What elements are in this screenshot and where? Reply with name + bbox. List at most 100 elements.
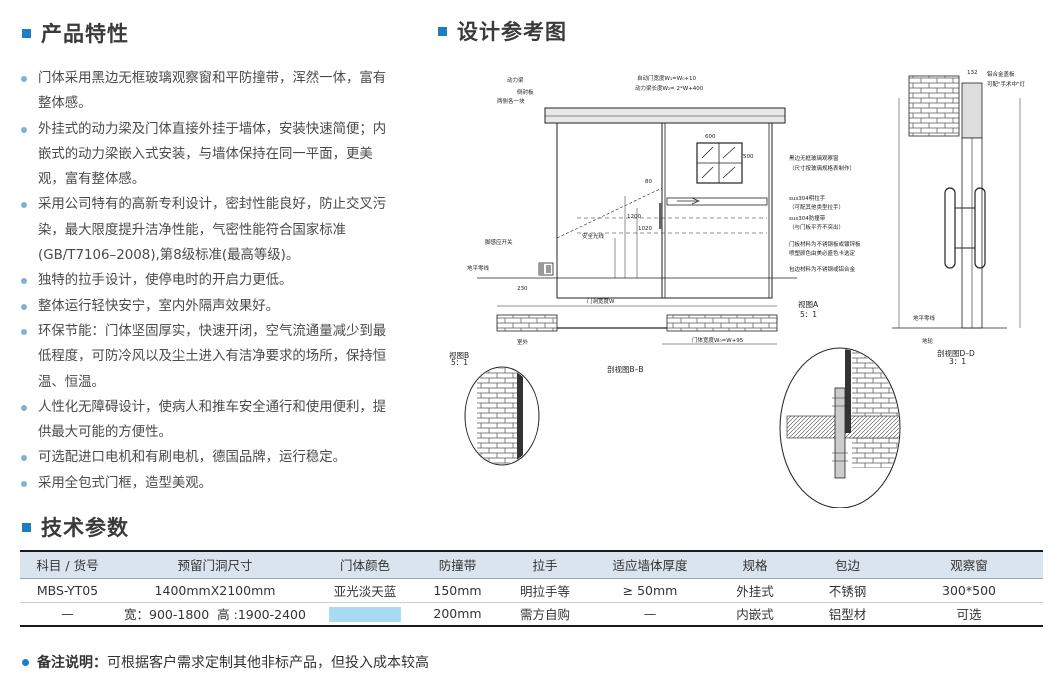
cell-model: — [61,606,74,622]
svg-text:地平零线: 地平零线 [913,314,936,322]
col-header: 适应墙体厚度 [590,551,710,579]
svg-text:门洞宽度W: 门洞宽度W [587,297,615,305]
note-label: 备注说明： [37,655,107,671]
cell-handle: 需方自购 [519,607,570,623]
svg-text:门体宽度W₀=W+95: 门体宽度W₀=W+95 [692,336,744,344]
col-header: 观察窗 [895,551,1043,579]
feature-item: 整体运行轻快安宁，室内外隔声效果好。 [20,294,395,319]
spec-table: 科目 / 货号 预留门洞尺寸 门体颜色 防撞带 拉手 适应墙体厚度 规格 包边 … [20,550,1043,627]
cell-size: 宽：900-1800 高 :1900-2400 [124,607,306,623]
svg-text:剖视图D–D: 剖视图D–D [937,348,975,358]
svg-text:地平零线: 地平零线 [467,264,490,272]
spec-title: 技术参数 [41,516,129,540]
col-header: 包边 [800,551,895,579]
feature-item: 采用全包式门框，造型美观。 [20,471,395,496]
svg-text:可配"手术中"灯: 可配"手术中"灯 [987,80,1026,88]
cell-edge: 不锈钢 [800,578,895,603]
cell-wall: ≥ 50mm [590,578,710,603]
bullet-dot [21,76,27,82]
drawing-title: 设计参考图 [457,20,567,44]
svg-text:门板材料为不锈钢板或镀锌板: 门板材料为不锈钢板或镀锌板 [789,240,861,248]
svg-text:（可配其他类型拉手）: （可配其他类型拉手） [789,203,844,211]
section-marker [22,522,31,532]
svg-text:1020: 1020 [638,226,652,232]
svg-text:5：1: 5：1 [451,358,468,367]
feature-item: 人性化无障碍设计，使病人和推车安全通行和使用便利，提供最大可能的方便性。 [20,395,395,446]
bullet-dot [21,455,27,462]
svg-text:5：1: 5：1 [800,310,817,319]
feature-item: 可选配进口电机和有刷电机，德国品牌，运行稳定。 [20,445,395,470]
feature-item: 环保节能：门体坚固厚实，快速开闭，空气流通量减少到最低程度，可防冷风以及尘土进入… [20,319,395,395]
spec-table-container: 科目 / 货号 预留门洞尺寸 门体颜色 防撞带 拉手 适应墙体厚度 规格 包边 … [20,550,1043,627]
table-header-row: 科目 / 货号 预留门洞尺寸 门体颜色 防撞带 拉手 适应墙体厚度 规格 包边 … [20,551,1043,579]
features-title: 产品特性 [41,22,129,46]
front-elevation [477,107,797,299]
bullet-dot [21,278,27,285]
drawing-labels: 动力梁 侧封板 两侧各一块 自动门宽度W₁=W₀+10 动力梁长度W₂= 2*W… [467,70,1026,346]
col-header: 门体颜色 [315,551,415,579]
color-swatch [329,606,401,622]
feature-item: 独特的拉手设计，使停电时的开启力更低。 [20,268,395,293]
bullet-dot [21,202,27,209]
svg-text:铝合金盖板: 铝合金盖板 [987,70,1015,78]
remark-note: 备注说明： 可根据客户需求定制其他非标产品，但投入成本较高 [22,652,429,672]
bullet-dot [21,126,27,133]
svg-text:动力梁: 动力梁 [507,76,524,84]
col-header: 科目 / 货号 [20,551,115,579]
section-dd [892,75,1021,329]
svg-text:80: 80 [645,179,652,185]
plan-view [496,305,778,345]
svg-text:sus304防撞带: sus304防撞带 [789,214,826,222]
svg-text:（与门板平齐不突出）: （与门板平齐不突出） [789,223,844,231]
table-row: — 宽：900-1800 高 :1900-2400 200mm 需方自购 — 内… [20,602,1043,626]
svg-text:230: 230 [517,286,528,292]
cell-handle: 明拉手等 [500,578,590,603]
detail-view-b [464,366,540,466]
cell-bumper: 150mm [415,578,500,603]
cell-edge: 铝型材 [828,607,867,623]
svg-text:包边材料为不锈钢或铝合金: 包边材料为不锈钢或铝合金 [789,265,856,273]
svg-text:1200: 1200 [627,214,641,220]
bullet-dot [21,404,27,411]
svg-text:视图A: 视图A [798,299,819,309]
cell-wall: — [643,606,657,622]
note-dot [22,658,29,666]
technical-drawing: 动力梁 侧封板 两侧各一块 自动门宽度W₁=W₀+10 动力梁长度W₂= 2*W… [449,70,1026,508]
svg-text:室外: 室外 [517,338,529,346]
feature-item: 外挂式的动力梁及门体直接外挂于墙体，安装快速简便；内嵌式的动力梁嵌入式安装，与墙… [20,117,395,193]
svg-text:600: 600 [705,134,716,140]
cell-type: 内嵌式 [736,607,774,623]
svg-text:喷塑颜色由美必盛色卡选定: 喷塑颜色由美必盛色卡选定 [789,249,856,257]
cell-color: 亚光淡天蓝 [315,578,415,603]
svg-text:132: 132 [967,70,978,76]
svg-text:3：1: 3：1 [949,357,966,366]
section-marker [438,26,447,36]
bullet-dot [21,480,27,487]
col-header: 预留门洞尺寸 [115,551,315,579]
svg-text:（尺寸按玻璃规格表制作）: （尺寸按玻璃规格表制作） [789,164,855,172]
svg-text:500: 500 [743,154,754,160]
svg-text:sus304明拉手: sus304明拉手 [789,194,826,202]
svg-text:视图B: 视图B [449,350,469,360]
svg-text:安全光线: 安全光线 [582,232,605,240]
table-row: MBS-YT05 1400mmX2100mm 亚光淡天蓝 150mm 明拉手等 … [20,578,1043,603]
svg-text:两侧各一块: 两侧各一块 [497,97,525,105]
svg-text:黑边无框玻璃观察窗: 黑边无框玻璃观察窗 [789,154,839,162]
spec-heading: 技术参数 [22,512,129,542]
cell-type: 外挂式 [710,578,800,603]
cell-model: MBS-YT05 [20,578,115,603]
cell-window: 可选 [956,607,982,623]
svg-text:地轮: 地轮 [922,337,934,345]
svg-text:动力梁长度W₂= 2*W+400: 动力梁长度W₂= 2*W+400 [635,84,704,92]
detail-view-a [779,347,901,508]
view-titles: 剖视图B–B 视图A 5：1 视图B 5：1 剖视图D–D 3：1 [449,299,975,374]
drawing-heading: 设计参考图 [438,16,567,46]
section-marker [22,28,31,38]
bullet-dot [21,303,27,310]
feature-list: 门体采用黑边无框玻璃观察窗和平防撞带，浑然一体，富有整体感。 外挂式的动力梁及门… [20,66,395,496]
cell-window: 300*500 [895,578,1043,603]
svg-text:自动门宽度W₁=W₀+10: 自动门宽度W₁=W₀+10 [637,74,697,82]
col-header: 规格 [710,551,800,579]
cell-bumper: 200mm [433,606,482,622]
bullet-dot [21,328,27,335]
